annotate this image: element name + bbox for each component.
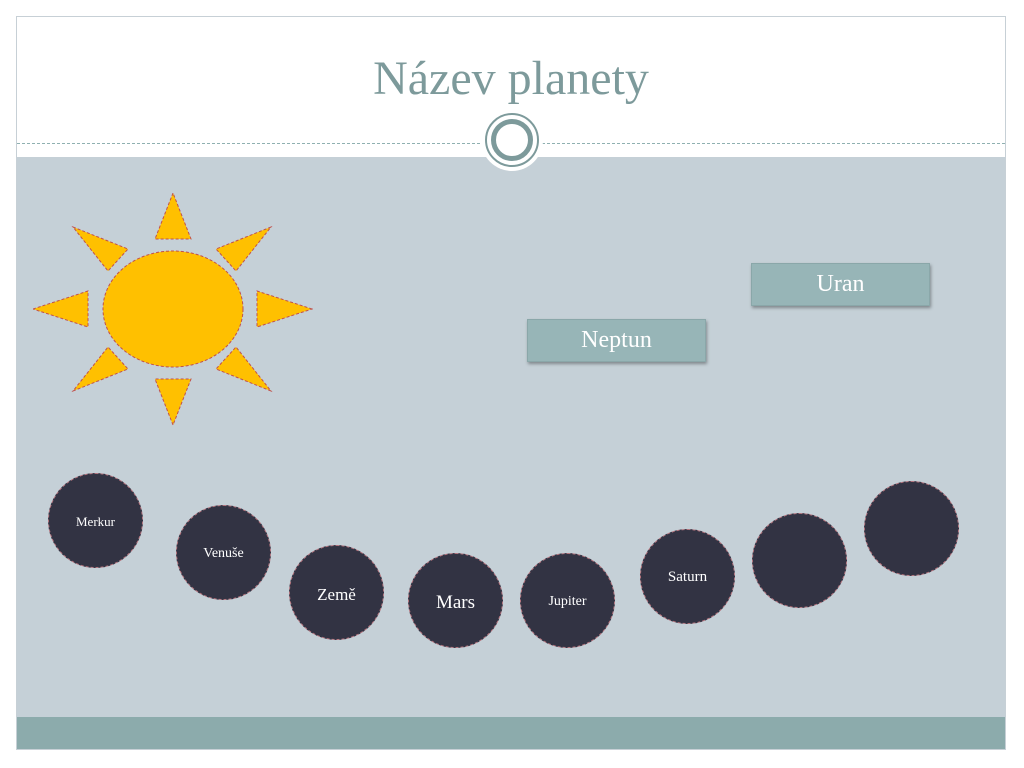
planet-label: Venuše — [203, 546, 244, 561]
footer-band — [17, 717, 1005, 749]
planet-label: Mars — [435, 592, 476, 613]
sun-ray-top-right — [215, 225, 273, 272]
sun-ray-left — [33, 290, 89, 328]
planet-venuse[interactable]: Venuše — [176, 505, 271, 600]
planet-zeme[interactable]: Země — [289, 545, 384, 640]
slide: Název planety Uran Neptun Merkur Venuše … — [16, 16, 1006, 750]
sun-core — [102, 250, 244, 368]
sun-ray-bottom — [154, 378, 192, 427]
sun-ray-bottom-right — [215, 346, 273, 393]
ring-ornament-inner — [491, 119, 533, 161]
planet-unlabeled-2[interactable] — [864, 481, 959, 576]
planet-label: Země — [317, 585, 356, 604]
planet-merkur[interactable]: Merkur — [48, 473, 143, 568]
label-uran[interactable]: Uran — [751, 263, 930, 306]
sun-ray-top-left — [71, 225, 129, 272]
planet-jupiter[interactable]: Jupiter — [520, 553, 615, 648]
planet-saturn[interactable]: Saturn — [640, 529, 735, 624]
planet-mars[interactable]: Mars — [408, 553, 503, 648]
sun-ray-right — [256, 290, 313, 328]
sun-icon[interactable] — [33, 193, 313, 429]
planet-unlabeled-1[interactable] — [752, 513, 847, 608]
sun-ray-bottom-left — [71, 346, 129, 393]
planet-label: Saturn — [667, 569, 708, 585]
sun-ray-top — [154, 193, 192, 240]
slide-body — [17, 157, 1005, 717]
planet-label: Merkur — [76, 514, 115, 529]
label-neptun[interactable]: Neptun — [527, 319, 706, 362]
slide-title: Název planety — [373, 52, 649, 105]
planet-label: Jupiter — [548, 594, 587, 609]
